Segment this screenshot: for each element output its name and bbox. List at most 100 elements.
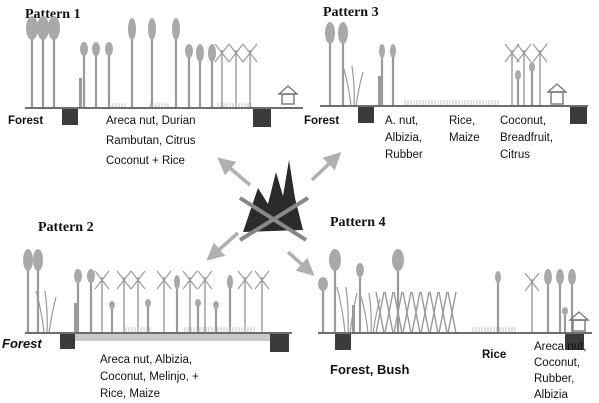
post-icon [74, 303, 77, 333]
house-icon [546, 83, 568, 105]
pattern-4-trees [318, 249, 576, 334]
pattern-3-crops-b-2: Maize [449, 132, 480, 144]
palm-icon [116, 270, 132, 333]
pattern-1-edge-block [253, 109, 271, 127]
palm-icon [242, 43, 258, 108]
tree-icon [529, 62, 535, 106]
pattern-3-crops-c-1: Coconut, [500, 115, 546, 127]
tree-icon [33, 249, 43, 333]
pattern-1-crops-line-3: Coconut + Rice [106, 155, 185, 167]
pattern-2-panel: Pattern 2 Forest Areca nut, Albizia, Coc… [2, 220, 292, 400]
pattern-2-trees [23, 249, 270, 334]
pattern-2-crops-line-2: Coconut, Melinjo, + [100, 371, 199, 383]
tree-icon [105, 42, 113, 108]
tree-icon [37, 16, 49, 108]
reed-icon [35, 290, 57, 334]
tree-icon [174, 275, 180, 333]
post-icon [79, 78, 82, 108]
tree-icon [185, 44, 193, 108]
post-icon [352, 305, 355, 333]
cross-icon [238, 196, 310, 242]
palm-icon [532, 43, 548, 106]
tree-icon [128, 18, 136, 108]
arrow-icon [206, 231, 240, 261]
pattern-1-forest-label: Forest [8, 115, 43, 127]
palm-icon [156, 270, 172, 333]
tree-icon [392, 249, 404, 333]
tree-icon [48, 16, 60, 108]
tree-icon [515, 70, 521, 106]
pattern-3-title: Pattern 3 [323, 5, 379, 20]
tree-icon [325, 22, 335, 106]
tree-icon [92, 42, 100, 108]
palm-icon [130, 270, 146, 333]
pattern-2-forest-block [60, 334, 75, 349]
pattern-1-crops-line-2: Rambutan, Citrus [106, 135, 196, 147]
tree-icon [495, 271, 501, 333]
pattern-3-crops-c-2: Breadfruit, [500, 132, 553, 144]
arrow-icon [217, 157, 252, 187]
post-icon [378, 76, 381, 106]
pattern-1-title: Pattern 1 [25, 7, 81, 22]
reed-icon [336, 286, 358, 334]
tree-icon [80, 42, 88, 108]
arrow-icon [286, 250, 315, 276]
tree-icon [145, 299, 151, 333]
pattern-4-crops-line-2: Coconut, [534, 357, 580, 369]
palm-icon [228, 43, 244, 108]
tree-icon [379, 44, 385, 106]
tree-icon [213, 301, 219, 333]
tree-icon [562, 307, 568, 333]
pattern-1-forest-block [62, 109, 78, 125]
pattern-4-crops-line-4: Albizia [534, 389, 568, 401]
palm-icon [182, 270, 198, 333]
pattern-4-panel: Pattern 4 Forest, Bush Rice Areca nut, C… [318, 215, 592, 401]
arrow-icon [310, 151, 342, 182]
bush-icon [375, 291, 457, 334]
pattern-2-crops-line-1: Areca nut, Albizia, [100, 354, 192, 366]
tree-icon [568, 269, 576, 333]
tree-icon [172, 18, 180, 108]
pattern-3-crops-c-3: Citrus [500, 149, 530, 161]
pattern-4-forest-block [335, 334, 351, 350]
tree-icon [329, 249, 341, 333]
tree-icon [356, 263, 364, 333]
palm-icon [516, 43, 532, 106]
pattern-1-trees [26, 16, 258, 108]
tree-icon [23, 249, 33, 333]
palm-icon [197, 270, 213, 333]
arrows-group [206, 151, 342, 276]
pattern-3-crops-a-2: Albizia, [385, 132, 422, 144]
pattern-1-panel: Pattern 1 Forest Areca nut, Durian Rambu… [8, 7, 303, 167]
tree-icon [195, 299, 201, 333]
pattern-4-rice-label: Rice [482, 349, 506, 361]
pattern-2-title: Pattern 2 [38, 220, 94, 235]
pattern-4-forest-bush-label: Forest, Bush [330, 362, 410, 377]
tree-icon [556, 269, 564, 333]
palm-icon [504, 43, 520, 106]
pattern-3-crops-a-3: Rubber [385, 149, 423, 161]
pattern-3-forest-block [358, 107, 374, 123]
pattern-1-crops-line-1: Areca nut, Durian [106, 115, 196, 127]
pattern-3-crops-b-1: Rice, [449, 115, 475, 127]
palm-icon [94, 270, 110, 333]
house-icon [568, 311, 590, 332]
pattern-4-edge-block [565, 334, 584, 350]
fire-icon [243, 160, 303, 232]
tree-icon [208, 44, 216, 108]
tree-icon [109, 301, 115, 333]
palm-icon [524, 272, 540, 333]
pattern-2-forest-label: Forest [2, 336, 42, 351]
tree-icon [338, 22, 348, 106]
pattern-3-panel: Pattern 3 Forest A. nut, Albizia, Rubber… [304, 5, 588, 161]
tree-icon [26, 16, 38, 108]
palm-icon [237, 270, 253, 333]
tree-icon [74, 269, 82, 333]
tree-icon [390, 44, 396, 106]
pattern-4-crops-line-1: Areca nut, [534, 341, 586, 353]
tree-icon [148, 18, 156, 108]
pattern-2-crops-line-3: Rice, Maize [100, 388, 160, 400]
palm-icon [214, 43, 230, 108]
pattern-4-crops-line-3: Rubber, [534, 373, 574, 385]
